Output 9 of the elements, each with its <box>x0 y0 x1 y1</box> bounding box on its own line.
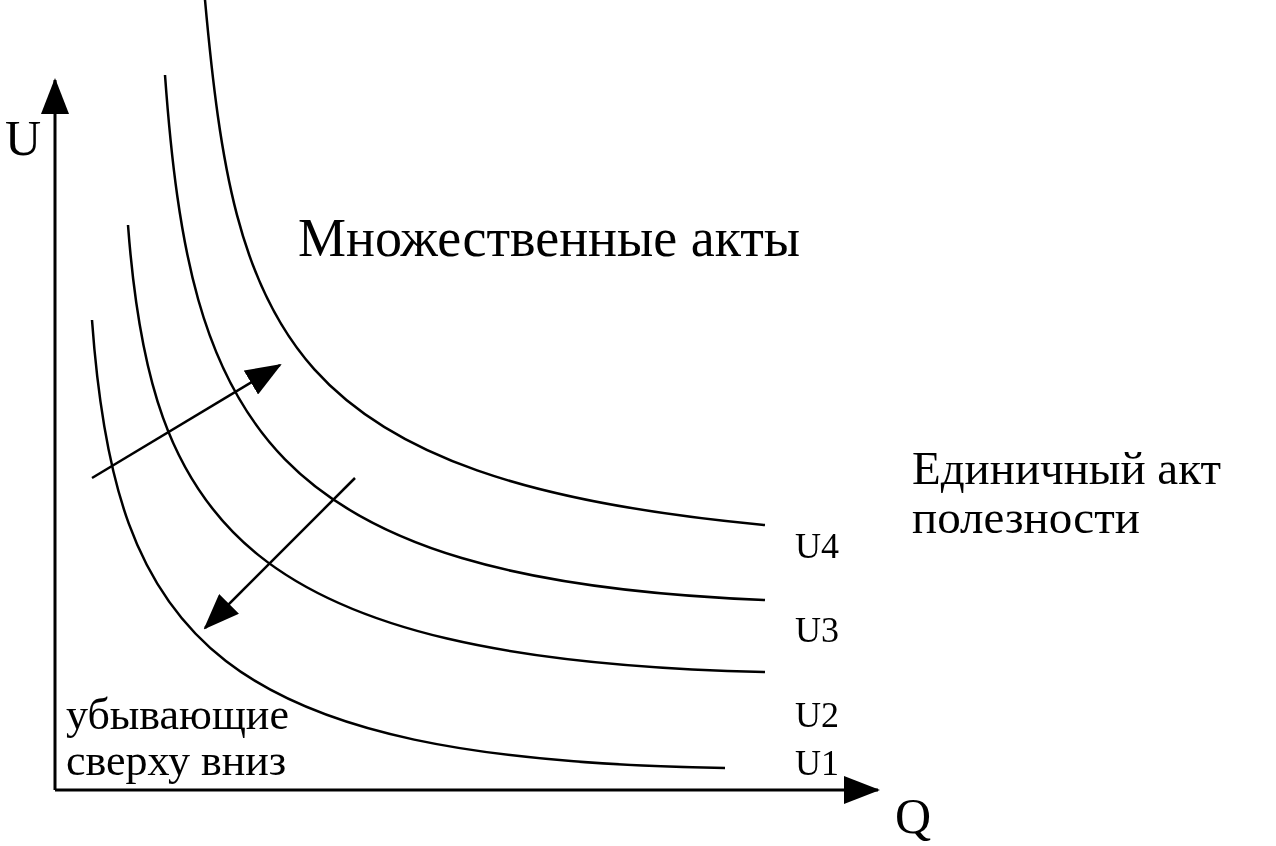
axis-label: Q <box>895 790 933 843</box>
annotation-text: убывающие сверху вниз <box>66 692 290 785</box>
curve-label: U2 <box>795 697 840 735</box>
curve-label: U1 <box>795 745 840 783</box>
annotation-text: Единичный акт полезности <box>912 444 1222 543</box>
axis-label: U <box>5 112 43 165</box>
annotation-text: Множественные акты <box>298 210 802 267</box>
curve-label: U4 <box>795 528 840 566</box>
curve-label: U3 <box>795 612 840 650</box>
